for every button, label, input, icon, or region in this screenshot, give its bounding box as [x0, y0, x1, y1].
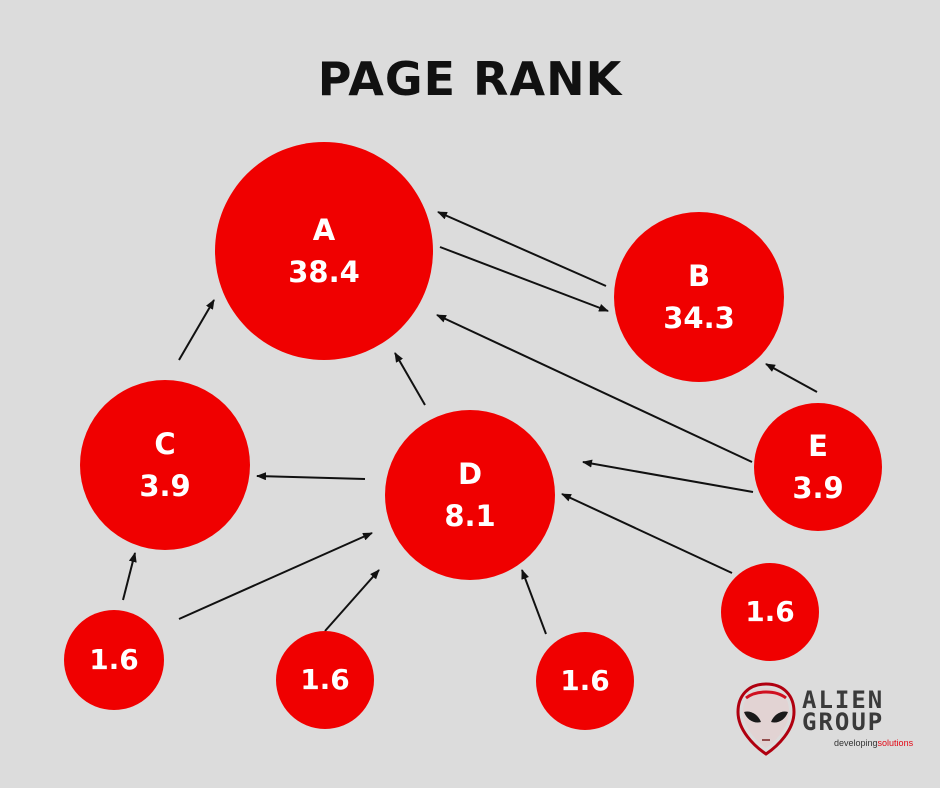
node-c-label: C [154, 426, 176, 461]
logo-text-line2: GROUP [802, 708, 885, 736]
node-c-value: 3.9 [139, 469, 191, 503]
edge-n2-to-d [324, 569, 380, 632]
node-n4: 1.6 [721, 563, 819, 661]
edge-n4-to-d [561, 493, 733, 574]
edge-e-to-a [436, 314, 753, 463]
logo-text-line1: ALIEN [802, 686, 885, 714]
alien-group-logo: ALIEN GROUP developingsolutions [736, 676, 916, 756]
edge-n1-to-c [122, 552, 137, 601]
edge-d-to-c [256, 472, 366, 481]
node-c: C 3.9 [80, 380, 250, 550]
edge-e-to-b [765, 363, 818, 393]
node-n2-value: 1.6 [300, 662, 350, 696]
page-title: PAGE RANK [317, 52, 623, 106]
node-n1-value: 1.6 [89, 642, 139, 676]
node-e-label: E [808, 428, 828, 463]
node-e: E 3.9 [754, 403, 882, 531]
edge-d-to-a [394, 352, 426, 406]
node-e-value: 3.9 [792, 471, 844, 505]
node-n3-value: 1.6 [560, 663, 610, 697]
node-a-label: A [312, 212, 336, 247]
node-n2: 1.6 [276, 631, 374, 729]
node-a-value: 38.4 [288, 255, 360, 289]
node-b-label: B [687, 258, 711, 293]
alien-head-icon [736, 682, 796, 756]
logo-tag-right: solutions [877, 738, 914, 748]
edge-n1-to-d [178, 532, 373, 620]
node-d-label: D [457, 456, 483, 491]
edge-a-to-b [439, 246, 609, 312]
edge-b-to-a [437, 211, 607, 287]
node-n3: 1.6 [536, 632, 634, 730]
edge-n3-to-d [521, 569, 547, 635]
edge-c-to-a [178, 299, 215, 361]
node-b: B 34.3 [614, 212, 784, 382]
node-n1: 1.6 [64, 610, 164, 710]
node-a: A 38.4 [215, 142, 433, 360]
node-b-value: 34.3 [663, 301, 735, 335]
edge-e-to-d [582, 459, 754, 493]
node-d-value: 8.1 [444, 499, 496, 533]
node-n4-value: 1.6 [745, 594, 795, 628]
logo-tag-left: developing [834, 738, 878, 748]
node-d: D 8.1 [385, 410, 555, 580]
logo-tagline: developingsolutions [834, 738, 913, 748]
